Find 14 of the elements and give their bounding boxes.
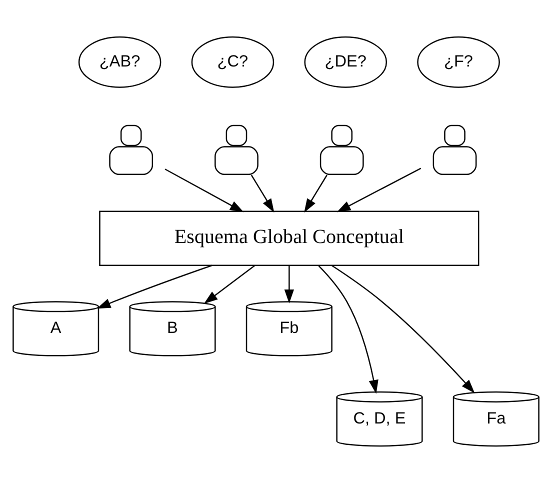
node-ellipse: ¿C?	[191, 36, 274, 88]
arrow	[304, 174, 328, 212]
arrow	[318, 264, 378, 394]
node-box: Esquema Global Conceptual	[99, 210, 480, 266]
arrow	[331, 264, 475, 393]
arrow	[96, 264, 212, 308]
node-ellipse: ¿DE?	[304, 36, 388, 88]
node-ellipse: ¿F?	[417, 36, 500, 88]
node-ellipse: ¿AB?	[78, 36, 162, 88]
arrow	[250, 174, 274, 212]
arrow	[164, 168, 244, 212]
arrow	[204, 264, 256, 304]
arrow	[284, 264, 294, 303]
arrow	[336, 167, 422, 212]
